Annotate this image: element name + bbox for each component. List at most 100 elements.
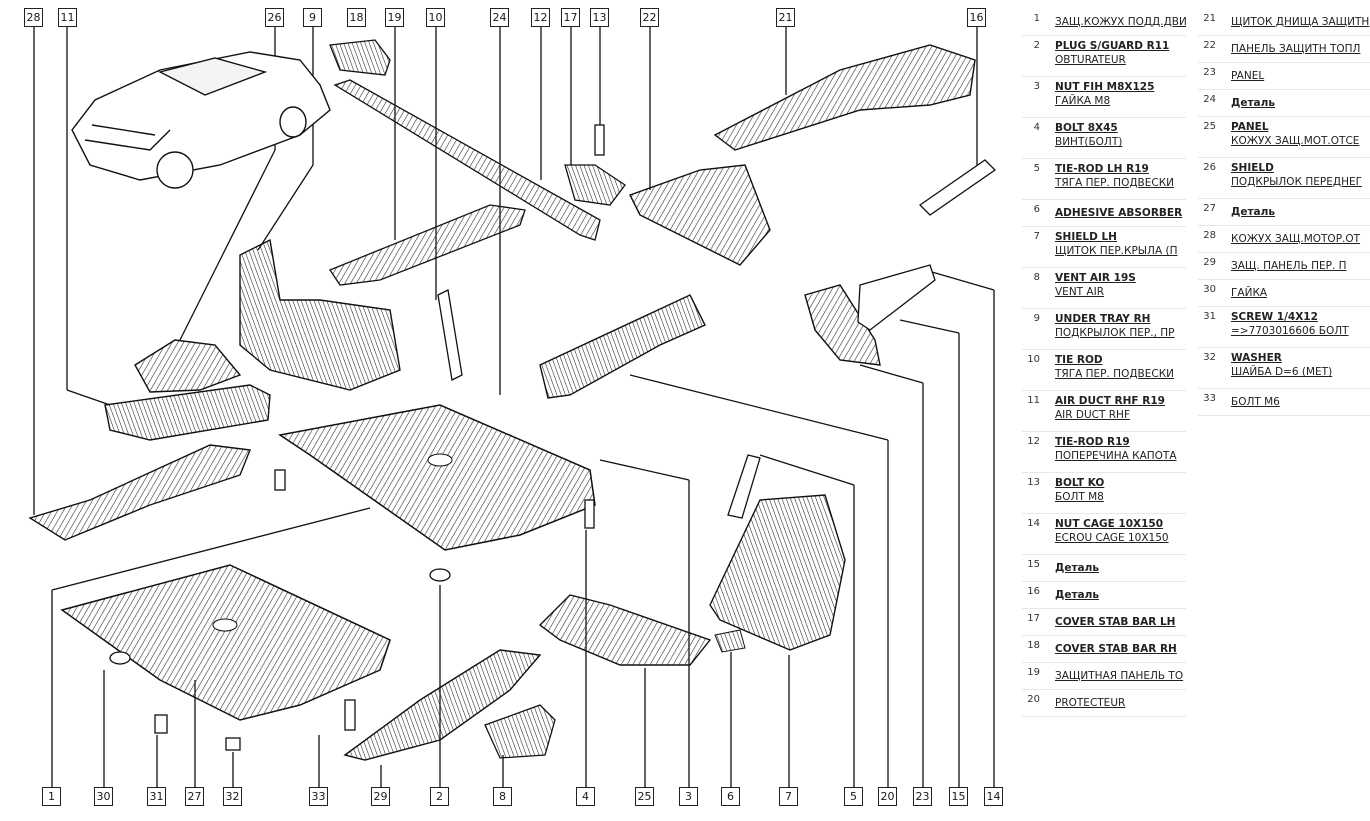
legend-part-link[interactable]: Деталь [1231, 97, 1275, 109]
legend-part-description[interactable]: ТЯГА ПЕР. ПОДВЕСКИ [1055, 368, 1175, 380]
legend-part-link[interactable]: SHIELD [1231, 162, 1274, 174]
legend-part-link[interactable]: WASHER [1231, 352, 1282, 364]
callout-1[interactable]: 1 [42, 787, 61, 806]
callout-12[interactable]: 12 [531, 8, 550, 27]
callout-31[interactable]: 31 [147, 787, 166, 806]
legend-part-link[interactable]: Деталь [1231, 206, 1275, 218]
callout-13[interactable]: 13 [590, 8, 609, 27]
legend-part-link[interactable]: COVER STAB BAR RH [1055, 643, 1177, 655]
callout-7[interactable]: 7 [779, 787, 798, 806]
callout-27[interactable]: 27 [185, 787, 204, 806]
legend-part-link[interactable]: SHIELD LH [1055, 231, 1117, 243]
legend-part-description[interactable]: AIR DUCT RHF [1055, 409, 1130, 421]
legend-part-link[interactable]: ЗАЩИТНАЯ ПАНЕЛЬ ТО [1055, 670, 1184, 682]
callout-28[interactable]: 28 [24, 8, 43, 27]
callout-18[interactable]: 18 [347, 8, 366, 27]
legend-part-description[interactable]: ПОДКРЫЛОК ПЕРЕДНЕГ [1231, 176, 1362, 188]
callout-20[interactable]: 20 [878, 787, 897, 806]
callout-29[interactable]: 29 [371, 787, 390, 806]
legend-part-link[interactable]: PANEL [1231, 70, 1265, 82]
legend-part-link[interactable]: ЗАЩ. ПАНЕЛЬ ПЕР. П [1231, 260, 1347, 272]
legend-part-link[interactable]: NUT FIH M8X125 [1055, 81, 1155, 93]
callout-30[interactable]: 30 [94, 787, 113, 806]
legend-part-link[interactable]: ЩИТОК ДНИЩА ЗАЩИТН [1231, 16, 1370, 28]
legend-part-link[interactable]: ПАНЕЛЬ ЗАЩИТН ТОПЛ [1231, 43, 1361, 55]
callout-16[interactable]: 16 [967, 8, 986, 27]
callout-9[interactable]: 9 [303, 8, 322, 27]
callout-2[interactable]: 2 [430, 787, 449, 806]
legend-part-description[interactable]: ТЯГА ПЕР. ПОДВЕСКИ [1055, 177, 1175, 189]
legend-part-description[interactable]: КОЖУХ ЗАЩ.МОТ.ОТСЕ [1231, 135, 1360, 147]
legend-part-link[interactable]: ЗАЩ.КОЖУХ ПОДД.ДВИ [1055, 16, 1186, 28]
callout-4[interactable]: 4 [576, 787, 595, 806]
legend-part-link[interactable]: PROTECTEUR [1055, 697, 1126, 709]
legend-part-link[interactable]: TIE ROD [1055, 354, 1103, 366]
callout-19[interactable]: 19 [385, 8, 404, 27]
legend-part-link[interactable]: PANEL [1231, 121, 1269, 133]
legend-part-description[interactable]: ВИНТ(БОЛТ) [1055, 136, 1123, 148]
callout-10[interactable]: 10 [426, 8, 445, 27]
callout-25[interactable]: 25 [635, 787, 654, 806]
legend-part-link[interactable]: VENT AIR 19S [1055, 272, 1136, 284]
legend-part-link[interactable]: ADHESIVE ABSORBER [1055, 207, 1183, 219]
callout-11[interactable]: 11 [58, 8, 77, 27]
callout-17[interactable]: 17 [561, 8, 580, 27]
callout-23[interactable]: 23 [913, 787, 932, 806]
legend-part-description[interactable]: ПОПЕРЕЧИНА КАПОТА [1055, 450, 1177, 462]
callout-26[interactable]: 26 [265, 8, 284, 27]
legend-part-link[interactable]: TIE-ROD LH R19 [1055, 163, 1149, 175]
legend-part-link[interactable]: PLUG S/GUARD R11 [1055, 40, 1170, 52]
legend-part-description[interactable]: ECROU CAGE 10X150 [1055, 532, 1169, 544]
callout-8[interactable]: 8 [493, 787, 512, 806]
legend-part-link[interactable]: КОЖУХ ЗАЩ.МОТОР.ОТ [1231, 233, 1361, 245]
callout-21[interactable]: 21 [776, 8, 795, 27]
callout-22[interactable]: 22 [640, 8, 659, 27]
legend-part-link[interactable]: UNDER TRAY RH [1055, 313, 1151, 325]
legend-part-link[interactable]: Деталь [1055, 589, 1099, 601]
callout-24[interactable]: 24 [490, 8, 509, 27]
legend-part-link[interactable]: ГАЙКА [1231, 287, 1268, 299]
legend-part-description[interactable]: OBTURATEUR [1055, 54, 1126, 66]
legend-part-link[interactable]: TIE-ROD R19 [1055, 436, 1130, 448]
legend-part-description[interactable]: ГАЙКА М8 [1055, 95, 1111, 107]
callout-15[interactable]: 15 [949, 787, 968, 806]
legend-part-link[interactable]: AIR DUCT RHF R19 [1055, 395, 1165, 407]
legend-part-description[interactable]: =>7703016606 БОЛТ [1231, 325, 1349, 337]
legend-part-description[interactable]: ПОДКРЫЛОК ПЕР., ПР [1055, 327, 1175, 339]
legend-part-link[interactable]: NUT CAGE 10X150 [1055, 518, 1164, 530]
legend-part-link[interactable]: COVER STAB BAR LH [1055, 616, 1176, 628]
callout-32[interactable]: 32 [223, 787, 242, 806]
